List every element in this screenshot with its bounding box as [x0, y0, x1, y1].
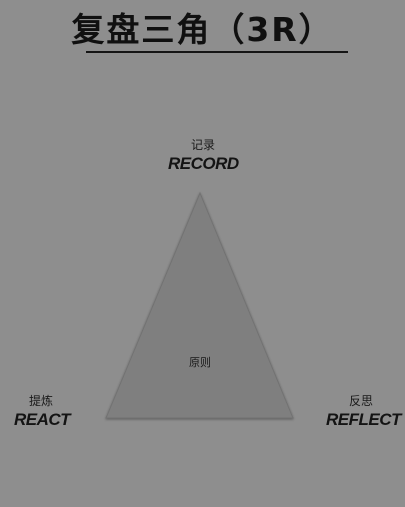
page-title: 复盘三角（3R） [71, 10, 334, 49]
top-label-en: RECORD [168, 154, 239, 173]
triangle-center-label: 原则 [189, 356, 211, 369]
title-underline [86, 51, 348, 53]
right-label-en: REFLECT [326, 410, 401, 429]
triangle-shape [105, 191, 294, 419]
top-label-zh: 记录 [191, 138, 216, 152]
right-label-zh: 反思 [349, 394, 374, 408]
left-label-zh: 提炼 [29, 394, 54, 408]
left-label-en: REACT [14, 410, 71, 429]
